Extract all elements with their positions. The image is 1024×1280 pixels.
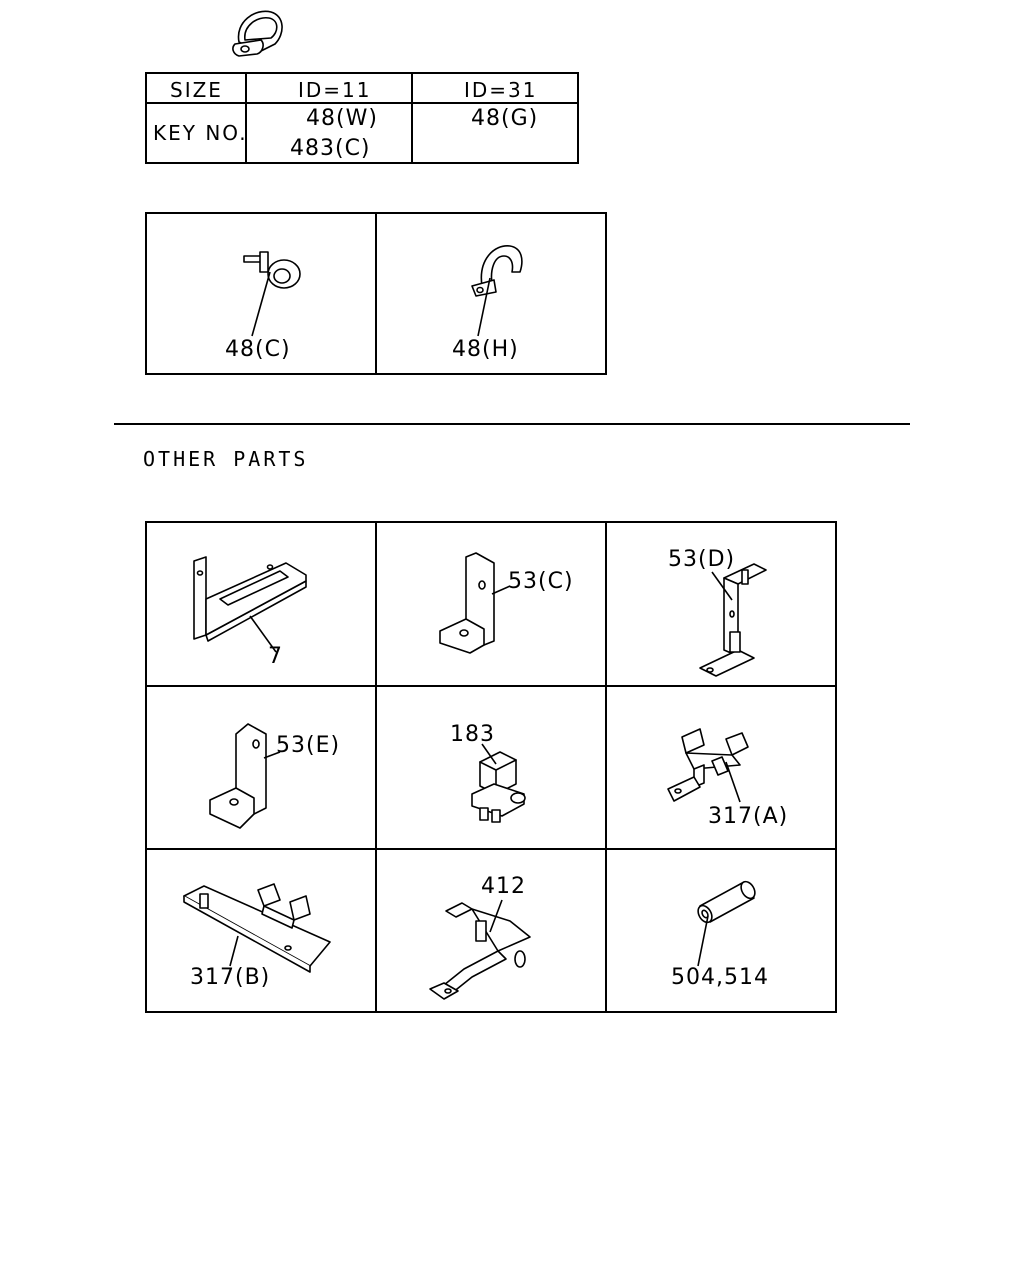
size-header: SIZE [170, 78, 223, 102]
key-no-label: KEY NO. [153, 121, 248, 145]
part-label-48h: 48(H) [452, 337, 519, 362]
id11-value-2: 483(C) [290, 136, 371, 161]
offset-bracket-icon [429, 902, 531, 1000]
part-label-48c: 48(C) [225, 337, 291, 362]
spacer-tube-icon [697, 880, 756, 924]
id11-value-1: 48(W) [306, 106, 378, 131]
u-clamp-icon [471, 245, 523, 297]
id31-header: ID=31 [464, 78, 538, 102]
l-bracket-icon [439, 552, 495, 654]
clamp-icon [232, 10, 283, 57]
part-label-53c: 53(C) [508, 569, 574, 594]
tall-bracket-icon [699, 563, 767, 677]
connector-block-icon [471, 751, 526, 823]
plate-clip-bracket-icon [183, 883, 331, 973]
part-label-183: 183 [450, 722, 495, 747]
id11-header: ID=11 [298, 78, 372, 102]
section-divider [114, 423, 910, 425]
part-label-7: 7 [268, 644, 283, 669]
long-bracket-icon [193, 556, 307, 642]
l-bracket-icon [209, 723, 267, 829]
part-label-317a: 317(A) [708, 804, 789, 829]
part-label-53e: 53(E) [276, 733, 341, 758]
clip-with-bolt-icon [243, 251, 301, 289]
part-label-317b: 317(B) [190, 965, 271, 990]
part-label-53d: 53(D) [668, 547, 736, 572]
section-title: OTHER PARTS [143, 447, 309, 471]
id31-value-1: 48(G) [471, 106, 539, 131]
part-label-504-514: 504,514 [671, 965, 769, 990]
part-label-412: 412 [481, 874, 526, 899]
